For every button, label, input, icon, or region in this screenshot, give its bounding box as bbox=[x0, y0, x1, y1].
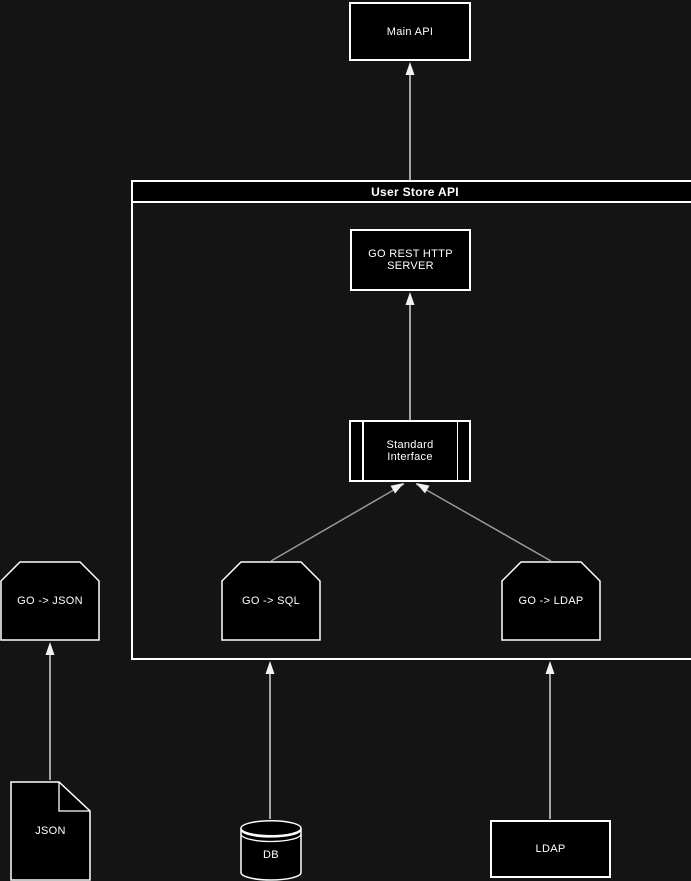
connector-ldap-to-userstore bbox=[545, 661, 555, 819]
interface-side-bar-right bbox=[456, 422, 458, 480]
octagon-shape bbox=[501, 561, 601, 641]
document-icon bbox=[10, 781, 91, 881]
node-go-sql: GO -> SQL bbox=[221, 561, 321, 641]
node-label: Standard Interface bbox=[386, 439, 434, 463]
connector-json-to-gojson bbox=[45, 642, 55, 780]
node-label: GO REST HTTP SERVER bbox=[368, 248, 453, 272]
node-label: JSON bbox=[35, 825, 66, 837]
connector-userstore-to-mainapi bbox=[405, 62, 415, 180]
node-go-json: GO -> JSON bbox=[0, 561, 100, 641]
frame-title-bar: User Store API bbox=[133, 182, 691, 203]
node-main-api: Main API bbox=[349, 2, 471, 61]
node-standard-interface: Standard Interface bbox=[349, 420, 471, 482]
node-label: GO -> JSON bbox=[17, 595, 83, 607]
frame-title: User Store API bbox=[371, 184, 459, 199]
node-go-rest-http-server: GO REST HTTP SERVER bbox=[350, 229, 471, 291]
node-json-file: JSON bbox=[10, 781, 91, 881]
connector-db-to-userstore bbox=[265, 661, 275, 819]
node-go-ldap: GO -> LDAP bbox=[501, 561, 601, 641]
node-label: DB bbox=[263, 849, 279, 861]
database-cylinder-icon bbox=[240, 820, 302, 881]
node-label: LDAP bbox=[535, 843, 566, 855]
node-ldap: LDAP bbox=[490, 820, 611, 878]
node-label: Main API bbox=[386, 25, 434, 38]
node-db: DB bbox=[240, 820, 302, 881]
interface-side-bar-left bbox=[362, 422, 364, 480]
frame-user-store-api: User Store API bbox=[131, 180, 691, 660]
octagon-shape bbox=[0, 561, 100, 641]
octagon-shape bbox=[221, 561, 321, 641]
node-label: GO -> SQL bbox=[241, 595, 301, 607]
node-label: GO -> LDAP bbox=[518, 595, 584, 607]
